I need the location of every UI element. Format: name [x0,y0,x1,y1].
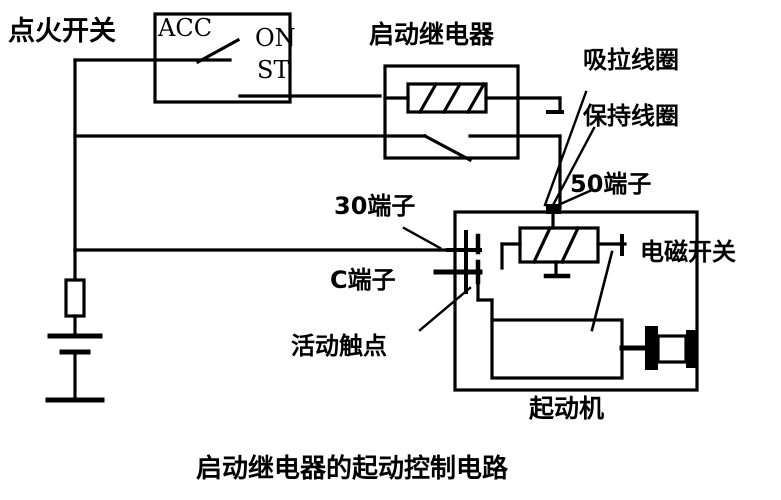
relay-coil-hatch-1 [417,81,439,115]
label-acc-position: ACC [158,14,213,42]
relay-coil-hatch-2 [441,81,463,115]
terminal-30-leader [402,226,442,250]
plunger-linkage [590,250,614,332]
solenoid-coil-body [518,226,600,264]
ignition-switch-box [153,12,292,104]
pinion-gear-end [686,330,696,368]
label-movable-contact: 活动触点 [291,332,387,360]
shaft-collar [645,326,658,370]
terminal-50-leader [554,188,594,208]
label-pull-in-coil: 吸拉线圈 [583,46,679,74]
relay-coil-hatch-3 [465,81,487,115]
label-start-relay: 启动继电器 [369,20,495,49]
start-relay-box [383,64,520,160]
pinion-gear-body [656,334,688,364]
label-hold-in-coil: 保持线圈 [583,102,679,130]
solenoid-hatch-1 [531,225,553,265]
movable-contact-leader [418,286,472,332]
label-terminal-30: 30端子 [334,192,416,220]
pull-in-coil-leader [543,90,588,207]
fuse-symbol [64,278,86,318]
label-st-position: ST [257,56,290,84]
hold-in-coil-leader [550,126,596,209]
motor-body [490,318,624,380]
label-terminal-50: 50端子 [570,170,652,198]
solenoid-hatch-2 [559,225,581,265]
terminal-50-dot [546,204,561,214]
label-on-position: ON [255,24,296,52]
label-ignition-switch: 点火开关 [8,16,116,47]
label-magnetic-switch: 电磁开关 [640,238,736,266]
ignition-switch-arm [195,37,241,65]
diagram-caption: 启动继电器的起动控制电路 [196,454,509,484]
label-starter-motor: 起动机 [529,394,605,423]
relay-contact-arm [422,133,473,163]
label-terminal-c: C端子 [330,266,396,294]
